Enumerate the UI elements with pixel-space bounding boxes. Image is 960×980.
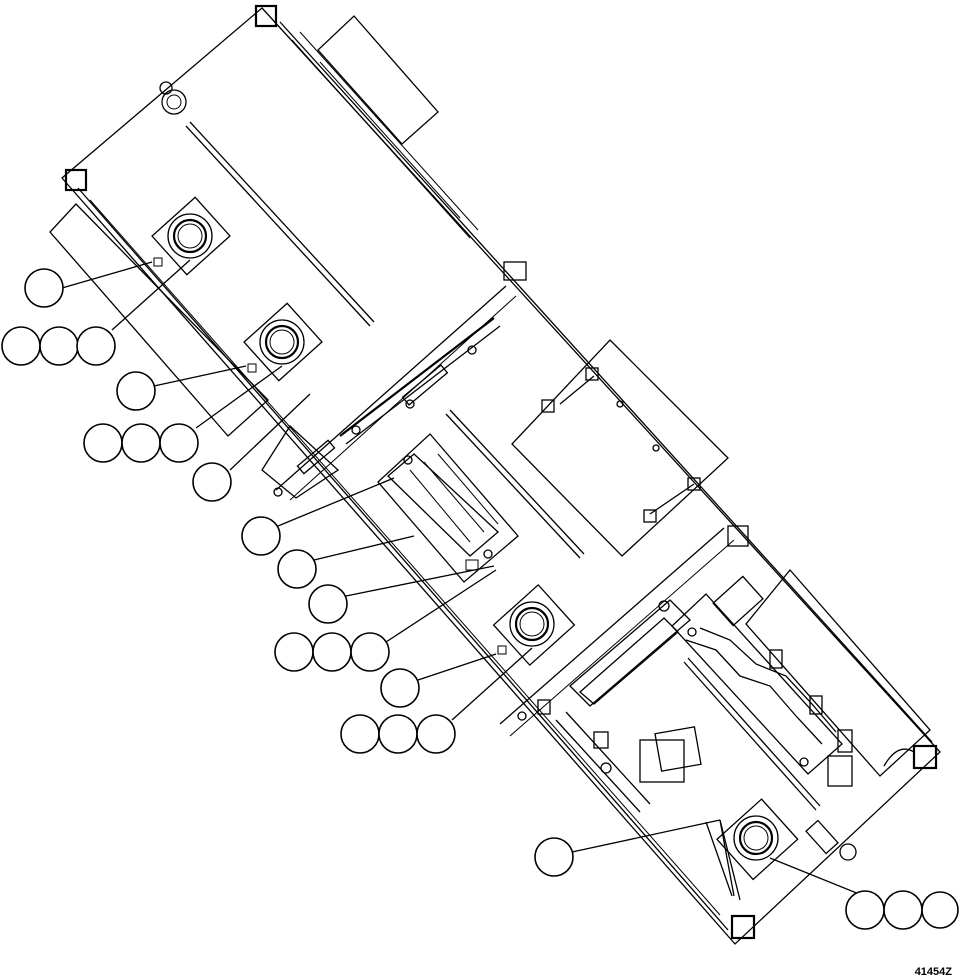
assembly-outline xyxy=(61,4,941,945)
side-housings xyxy=(49,15,931,777)
lamp-3 xyxy=(492,583,576,667)
callout-balloon[interactable] xyxy=(312,632,352,672)
lamp-1 xyxy=(151,196,231,276)
callout-balloon[interactable] xyxy=(380,668,420,708)
callout-balloon[interactable] xyxy=(308,584,348,624)
figure-number: 41454Z xyxy=(914,966,952,978)
callout-balloon[interactable] xyxy=(845,890,885,930)
lower-mechanism xyxy=(517,575,915,861)
callout-balloon[interactable] xyxy=(274,632,314,672)
callout-balloon[interactable] xyxy=(416,714,456,754)
callout-balloon[interactable] xyxy=(116,371,156,411)
callout-balloon[interactable] xyxy=(534,837,574,877)
callout-balloon[interactable] xyxy=(277,549,317,589)
center-bracket xyxy=(377,433,519,583)
callout-balloon[interactable] xyxy=(159,423,199,463)
callout-balloon[interactable] xyxy=(883,890,923,930)
track-details xyxy=(273,317,501,497)
housing-brackets xyxy=(541,367,701,523)
callout-balloon[interactable] xyxy=(39,326,79,366)
callout-balloon[interactable] xyxy=(350,632,390,672)
callout-balloon[interactable] xyxy=(192,462,232,502)
callout-balloon[interactable] xyxy=(121,423,161,463)
callout-balloon[interactable] xyxy=(83,423,123,463)
callout-balloon[interactable] xyxy=(921,891,959,929)
callout-balloon[interactable] xyxy=(24,268,64,308)
callout-balloon[interactable] xyxy=(241,516,281,556)
callout-balloon[interactable] xyxy=(1,326,41,366)
leader-lines xyxy=(61,259,865,901)
diagonal-rods xyxy=(185,61,821,811)
callout-balloons xyxy=(1,268,959,930)
lamp-4 xyxy=(716,798,799,881)
callout-balloon[interactable] xyxy=(76,326,116,366)
callout-balloon[interactable] xyxy=(378,714,418,754)
lamp-top xyxy=(159,81,187,115)
lamp-assemblies xyxy=(151,81,799,881)
callout-balloon[interactable] xyxy=(340,714,380,754)
lamp-2 xyxy=(243,302,323,382)
